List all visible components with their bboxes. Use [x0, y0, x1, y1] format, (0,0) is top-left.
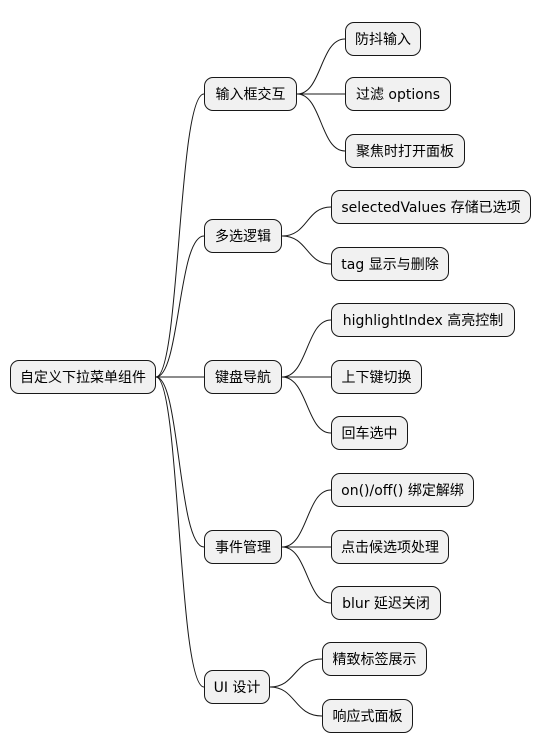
- connector-root-branch-1: [155, 235, 205, 378]
- branch-node-event-management: 事件管理: [204, 530, 282, 564]
- branch-node-input-interaction: 输入框交互: [204, 77, 297, 111]
- connector-b4-c1: [269, 686, 323, 717]
- connector-b1-c0: [281, 206, 332, 237]
- connector-b2-c0: [281, 319, 332, 378]
- connector-root-branch-3: [155, 376, 205, 548]
- leaf-node-responsive-panel: 响应式面板: [322, 699, 413, 733]
- connector-b3-c0: [281, 489, 332, 548]
- connector-b4-c0: [269, 658, 323, 688]
- connector-b0-c2: [296, 93, 346, 152]
- leaf-node-highlight-index: highlightIndex 高亮控制: [331, 303, 515, 337]
- leaf-node-selected-values: selectedValues 存储已选项: [331, 190, 531, 224]
- leaf-node-enter-select: 回车选中: [331, 416, 408, 450]
- branch-node-multi-select: 多选逻辑: [204, 219, 282, 253]
- connector-b0-c0: [296, 38, 346, 95]
- leaf-node-blur-delayed-close: blur 延迟关闭: [331, 586, 441, 620]
- leaf-node-arrow-key-switch: 上下键切换: [331, 360, 422, 394]
- connector-b3-c2: [281, 546, 332, 604]
- branch-node-keyboard-nav: 键盘导航: [204, 360, 282, 394]
- branch-node-ui-design: UI 设计: [204, 670, 270, 704]
- connector-root-branch-0: [155, 93, 205, 378]
- leaf-node-refined-tag-display: 精致标签展示: [322, 642, 427, 676]
- leaf-node-debounce-input: 防抖输入: [345, 22, 421, 56]
- connector-b1-c1: [281, 235, 332, 265]
- leaf-node-click-option-handling: 点击候选项处理: [331, 530, 449, 564]
- leaf-node-filter-options: 过滤 options: [345, 77, 451, 111]
- connector-root-branch-4: [155, 376, 205, 688]
- leaf-node-on-off-binding: on()/off() 绑定解绑: [331, 473, 474, 507]
- leaf-node-tag-display-delete: tag 显示与删除: [331, 247, 449, 281]
- leaf-node-open-on-focus: 聚焦时打开面板: [345, 134, 465, 168]
- connector-b2-c2: [281, 376, 332, 434]
- root-node: 自定义下拉菜单组件: [10, 360, 156, 394]
